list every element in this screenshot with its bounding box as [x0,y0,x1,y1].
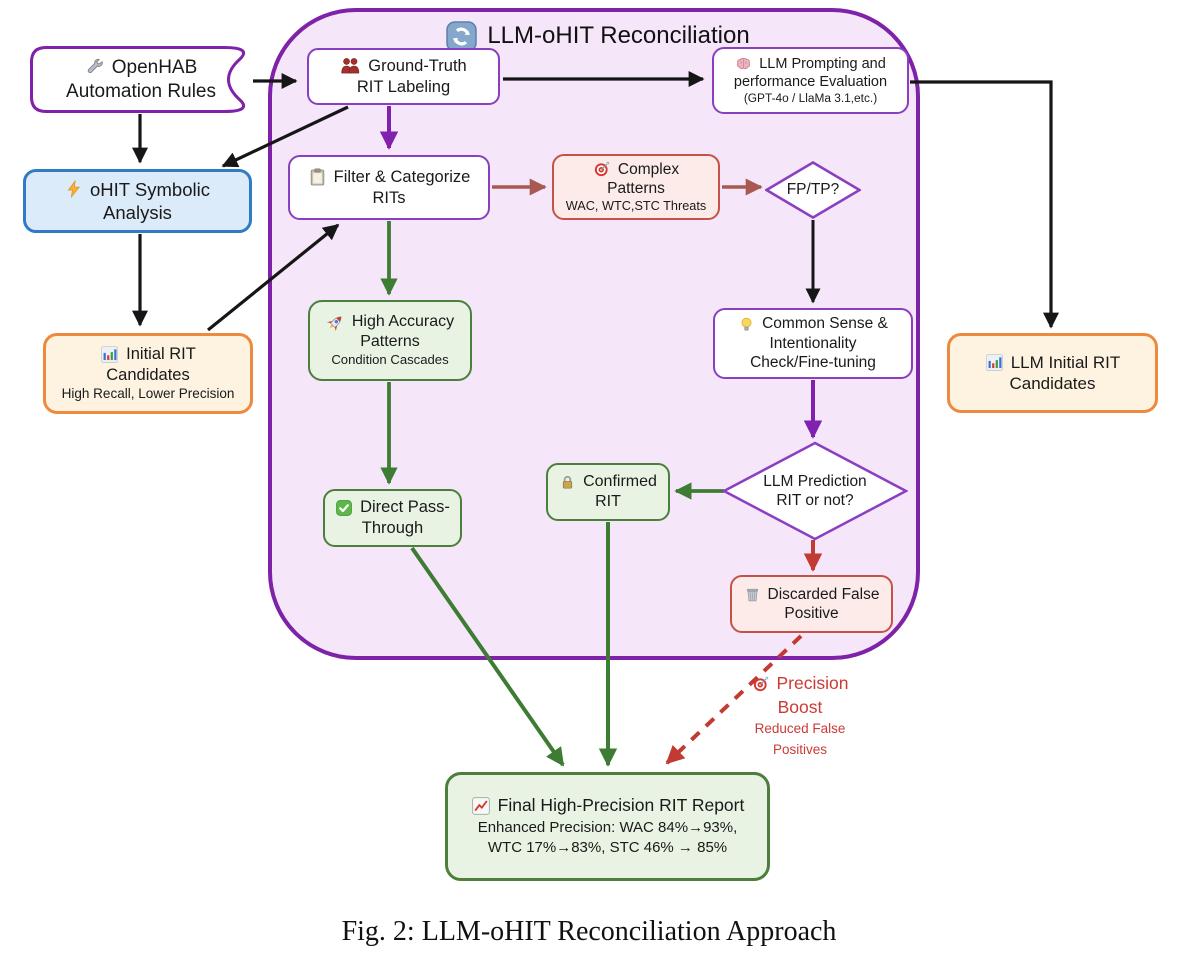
node-direct-pass-through: Direct Pass- Through [323,489,462,547]
reconciliation-title: LLM-oHIT Reconciliation [268,16,928,56]
initialrit-line1: Initial RIT [126,345,196,364]
commonsense-line2: Intentionality [769,334,857,352]
precisionboost-line1: Precision [776,673,849,693]
precisionboost-line2: Boost [777,696,823,717]
lock-icon [559,474,576,491]
node-complex-patterns: Complex Patterns WAC, WTC,STC Threats [552,154,720,220]
node-discarded-false-positive: Discarded False Positive [730,575,893,633]
finalreport-line1: Final High-Precision RIT Report [497,794,745,815]
directpass-line1: Direct Pass- [360,498,450,517]
initialrit-line2: Candidates [106,366,190,385]
llminitial-line1: LLM Initial RIT [1010,352,1121,372]
decision-fp-tp: FP/TP? [765,161,861,219]
node-openhab-automation-rules: OpenHAB Automation Rules [30,46,252,113]
node-initial-rit-candidates: Initial RIT Candidates High Recall, Lowe… [43,333,253,414]
highacc-line1: High Accuracy [351,313,455,331]
node-llm-prompting-evaluation: LLM Prompting and performance Evaluation… [712,47,909,114]
openhab-line1: OpenHAB [111,56,198,78]
decision-llm-prediction: LLM Prediction RIT or not? [722,441,908,541]
precisionboost-sub2: Positives [772,741,828,757]
confirmed-line1: Confirmed [583,473,657,490]
filter-line1: Filter & Categorize [333,167,471,186]
ohit-line2: Analysis [103,202,172,223]
discarded-line1: Discarded False [767,585,880,603]
ohit-line1: oHIT Symbolic [90,178,210,200]
bar-chart-icon [100,345,119,364]
openhab-shape [30,46,245,113]
directpass-line2: Through [361,519,424,537]
people-icon [340,56,361,77]
llmprompt-line3: (GPT-4o / LlaMa 3.1,etc.) [743,91,878,106]
target-icon [593,160,611,178]
bulb-icon [738,316,755,333]
node-ground-truth-labeling: Ground-Truth RIT Labeling [307,48,500,105]
llmprompt-line2: performance Evaluation [733,74,888,91]
finalreport-line3: WTC 17%→83%, STC 46% → 85% [487,839,728,857]
finalreport-line2: Enhanced Precision: WAC 84%→93%, [477,818,738,836]
groundtruth-line1: Ground-Truth [368,56,467,75]
node-final-report: Final High-Precision RIT Report Enhanced… [445,772,770,881]
complex-line3: WAC, WTC,STC Threats [565,198,707,214]
llminitial-line2: Candidates [1009,374,1096,393]
rocket-icon [326,313,345,332]
brain-icon [735,56,752,73]
node-ohit-symbolic-analysis: oHIT Symbolic Analysis [23,169,252,233]
groundtruth-line2: RIT Labeling [356,77,451,96]
refresh-icon [446,20,478,52]
openhab-line2: Automation Rules [66,80,216,102]
target-icon [752,675,770,693]
filter-line2: RITs [372,188,406,207]
commonsense-line1: Common Sense & [762,315,888,333]
node-llm-initial-rit-candidates: LLM Initial RIT Candidates [947,333,1158,413]
complex-line1: Complex [617,160,680,178]
initialrit-line3: High Recall, Lower Precision [61,385,235,401]
lightning-icon [65,180,83,199]
node-filter-categorize-rits: Filter & Categorize RITs [288,155,490,220]
node-high-accuracy-patterns: High Accuracy Patterns Condition Cascade… [308,300,472,381]
chart-increasing-icon [471,796,491,816]
llmpred-line1: LLM Prediction [763,472,867,490]
fptp-label: FP/TP? [786,181,840,199]
arrow-llmprompt-to-llminitial [910,80,1059,329]
bar-chart-icon [985,353,1004,372]
node-confirmed-rit: Confirmed RIT [546,463,670,521]
node-common-sense-check: Common Sense & Intentionality Check/Fine… [713,308,913,379]
check-icon [335,499,353,517]
highacc-line3: Condition Cascades [331,352,449,368]
llmprompt-line1: LLM Prompting and [759,55,886,72]
label-precision-boost: Precision Boost Reduced False Positives [712,672,888,760]
wastebasket-icon [744,586,761,603]
llmpred-line2: RIT or not? [776,492,854,509]
wrench-icon [85,58,105,78]
highacc-line2: Patterns [360,333,420,351]
discarded-line2: Positive [784,605,839,622]
figure-caption: Fig. 2: LLM-oHIT Reconciliation Approach [341,916,837,947]
complex-line2: Patterns [607,180,665,198]
clipboard-icon [308,168,327,187]
commonsense-line3: Check/Fine-tuning [750,354,876,372]
reconciliation-title-text: LLM-oHIT Reconciliation [487,22,750,49]
confirmed-line2: RIT [595,493,621,510]
precisionboost-sub1: Reduced False [754,721,846,737]
